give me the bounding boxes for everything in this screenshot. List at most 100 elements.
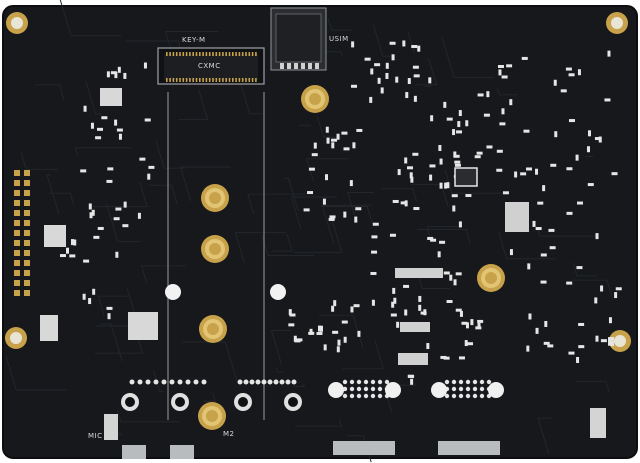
pad-dot	[279, 379, 285, 385]
pcb-trace	[97, 295, 131, 316]
slot-pin	[175, 52, 178, 56]
usim-pin	[294, 63, 298, 69]
smd-part	[412, 65, 419, 69]
key-m-label: KEY-M	[182, 36, 206, 44]
pcb-trace	[149, 184, 178, 205]
pad-dot	[169, 379, 175, 385]
smd-part	[411, 45, 418, 49]
edge-connector	[170, 445, 194, 459]
slot-pin	[205, 52, 208, 56]
pcb-trace	[342, 340, 385, 370]
edge-connector	[122, 445, 146, 459]
smd-part	[396, 321, 400, 328]
pcb-trace	[298, 124, 311, 127]
smd-part	[568, 119, 575, 123]
slot-pin	[212, 52, 214, 56]
pcb-trace	[305, 158, 349, 181]
smd-part	[600, 339, 607, 343]
smd-part	[404, 157, 408, 164]
header-pin	[14, 190, 20, 196]
smd-part	[449, 274, 453, 281]
smd-part	[73, 239, 77, 246]
smd-part	[288, 309, 292, 316]
header-pin	[24, 270, 30, 276]
connector-pin	[444, 379, 450, 385]
smd-part	[355, 207, 362, 211]
connector-mount	[488, 382, 504, 398]
smd-part	[587, 183, 594, 187]
smd-part	[554, 131, 558, 138]
connector-pin	[342, 393, 348, 399]
smd-part	[144, 118, 151, 122]
smd-part	[595, 233, 599, 240]
smd-part	[443, 356, 450, 360]
smd-part	[143, 62, 147, 69]
smd-part	[319, 325, 323, 332]
slot-pin	[245, 78, 247, 82]
smd-part	[549, 246, 556, 250]
smd-part	[537, 201, 544, 205]
smd-part	[474, 155, 481, 159]
smd-part	[430, 238, 437, 242]
smd-part	[332, 330, 339, 334]
connector-pin	[356, 393, 362, 399]
usim-pin	[315, 63, 319, 69]
slot-pin	[175, 78, 178, 82]
connector-pin	[465, 393, 471, 399]
slot-pin	[222, 78, 224, 82]
smd-part	[451, 194, 458, 198]
edge-connector	[333, 441, 395, 455]
smd-part	[91, 209, 95, 216]
connector-pin	[451, 386, 457, 392]
pcb-trace	[234, 232, 286, 264]
pcb-trace	[85, 81, 102, 115]
smd-part	[122, 224, 129, 228]
smd-part	[506, 64, 513, 68]
pcb-trace	[275, 367, 284, 373]
slot-pin	[199, 78, 201, 82]
smd-part	[568, 73, 575, 77]
slot-pin	[169, 52, 171, 56]
smd-part	[97, 226, 104, 230]
smd-part	[475, 326, 482, 330]
smd-part	[410, 378, 414, 385]
smd-components	[40, 40, 622, 385]
smd-part	[113, 217, 120, 221]
slot-pin	[255, 52, 257, 56]
smd-part	[467, 342, 474, 346]
slot-pin	[255, 78, 257, 82]
smd-part	[413, 95, 417, 102]
ic-outline	[454, 167, 478, 187]
header-pin	[14, 270, 20, 276]
slot-pin	[182, 52, 185, 56]
smd-part	[413, 74, 420, 78]
slot-pin	[225, 52, 227, 56]
pcb-trace	[321, 205, 374, 225]
smd-part	[371, 235, 378, 239]
slot-pin	[202, 78, 204, 82]
smd-part	[528, 313, 532, 320]
m2-label: M2	[223, 430, 235, 438]
smd-part	[44, 225, 66, 247]
smd-part	[457, 121, 461, 128]
smd-part	[446, 182, 450, 189]
usim-label: USIM	[329, 35, 349, 43]
smd-part	[501, 75, 508, 79]
smd-part	[356, 128, 363, 132]
smd-part	[402, 40, 406, 47]
smd-part	[372, 222, 379, 226]
slot-pin	[238, 52, 241, 56]
smd-part	[566, 167, 573, 171]
silver-pad	[270, 284, 286, 300]
button-pad-center	[288, 397, 298, 407]
pcb-trace	[536, 227, 596, 237]
header-pin	[14, 250, 20, 256]
smd-part	[82, 293, 86, 300]
smd-part	[289, 313, 296, 317]
slot-pin	[251, 78, 254, 82]
slot-pin	[241, 52, 244, 56]
smd-part	[100, 88, 122, 106]
connector-pin	[384, 379, 390, 385]
smd-part	[389, 233, 396, 237]
smd-part	[343, 147, 350, 151]
